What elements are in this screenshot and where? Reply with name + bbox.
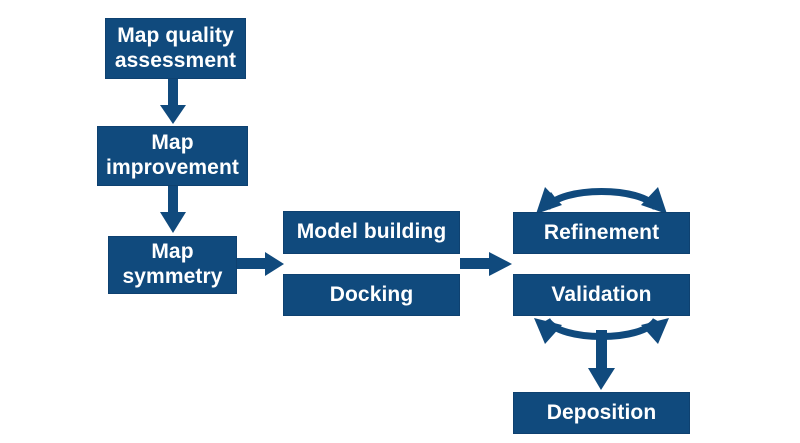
node-validation[interactable]: Validation: [513, 274, 690, 316]
arrow-building-to-refinement: [460, 252, 512, 276]
node-label-line2: assessment: [114, 48, 237, 72]
node-label: Docking: [329, 282, 414, 306]
node-label-line2: improvement: [106, 156, 239, 179]
node-map-quality-assessment[interactable]: Map quality assessment: [105, 18, 246, 79]
arc-top-right-arrowhead: [641, 187, 667, 214]
node-refinement[interactable]: Refinement: [513, 212, 690, 254]
arrow-validation-to-deposition: [588, 330, 615, 390]
arc-top-refinement-cycle-path: [543, 188, 660, 211]
node-label-line2: symmetry: [122, 265, 223, 288]
node-docking[interactable]: Docking: [283, 274, 460, 316]
arc-top-left-arrowhead-2: [536, 187, 562, 214]
node-label-line1: Map quality: [117, 23, 234, 47]
node-label: Refinement: [543, 220, 660, 244]
arc-bottom-right-arrowhead: [641, 318, 669, 344]
node-label: Deposition: [546, 400, 657, 424]
node-map-symmetry[interactable]: Map symmetry: [108, 236, 237, 294]
node-label-line1: Map: [151, 131, 194, 155]
node-model-building[interactable]: Model building: [283, 211, 460, 254]
node-label: Validation: [551, 282, 652, 306]
node-label-line1: Map: [151, 240, 194, 264]
node-map-improvement[interactable]: Map improvement: [97, 126, 248, 186]
arrow-symmetry-to-building: [237, 252, 284, 276]
arc-bottom-left-arrowhead: [534, 318, 562, 344]
arc-bottom-validation-cycle-path: [543, 317, 660, 340]
node-deposition[interactable]: Deposition: [513, 392, 690, 434]
node-label: Model building: [296, 220, 447, 244]
arrow-quality-to-improvement: [160, 79, 186, 124]
arrow-improvement-to-symmetry: [160, 186, 186, 233]
arc-top-left-arrowhead: [538, 192, 560, 212]
